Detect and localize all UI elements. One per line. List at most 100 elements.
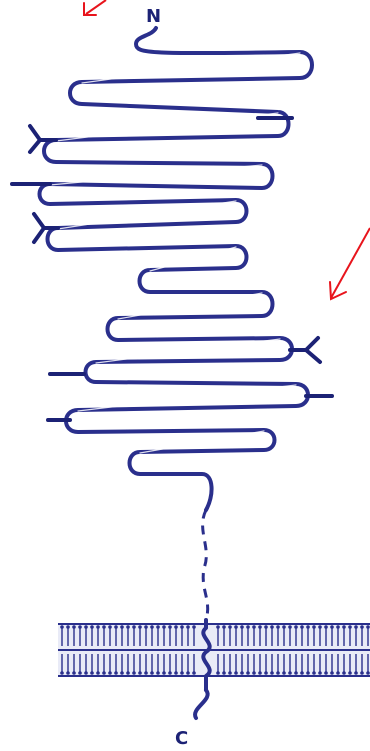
lipid-head: [126, 671, 130, 675]
lipid-head: [132, 625, 136, 629]
lipid-head: [264, 625, 268, 629]
lipid-head: [222, 625, 226, 629]
lipid-head: [72, 671, 76, 675]
lipid-head: [84, 671, 88, 675]
lipid-head: [324, 625, 328, 629]
lipid-head: [60, 625, 64, 629]
lipid-head: [318, 671, 322, 675]
lipid-head: [318, 625, 322, 629]
lipid-head: [174, 625, 178, 629]
lipid-head: [192, 625, 196, 629]
lipid-head: [360, 671, 364, 675]
lipid-head: [270, 625, 274, 629]
lipid-head: [102, 625, 106, 629]
lipid-head: [78, 625, 82, 629]
lipid-head: [186, 671, 190, 675]
lipid-head: [180, 625, 184, 629]
lipid-head: [330, 671, 334, 675]
arrow-top-left: [84, 0, 106, 15]
lipid-head: [336, 671, 340, 675]
lipid-head: [90, 625, 94, 629]
lipid-head: [288, 671, 292, 675]
lipid-head: [348, 671, 352, 675]
polypeptide-chain-upper: [40, 28, 313, 510]
lipid-head: [234, 625, 238, 629]
lipid-head: [330, 625, 334, 629]
c-terminal-tail: [195, 690, 208, 718]
lipid-head: [66, 671, 70, 675]
lipid-head: [252, 671, 256, 675]
lipid-head: [174, 671, 178, 675]
lipid-head: [252, 625, 256, 629]
lipid-head: [294, 625, 298, 629]
lipid-head: [66, 625, 70, 629]
lipid-head: [162, 671, 166, 675]
lipid-head: [222, 671, 226, 675]
transmembrane-linker: [203, 510, 208, 620]
lipid-head: [114, 625, 118, 629]
lipid-head: [120, 671, 124, 675]
lipid-head: [144, 625, 148, 629]
lipid-head: [306, 671, 310, 675]
lipid-head: [360, 625, 364, 629]
lipid-head: [228, 671, 232, 675]
lipid-head: [240, 671, 244, 675]
lipid-head: [150, 671, 154, 675]
lipid-head: [258, 671, 262, 675]
lipid-head: [336, 625, 340, 629]
lipid-head: [60, 671, 64, 675]
lipid-head: [300, 625, 304, 629]
lipid-head: [276, 625, 280, 629]
lipid-head: [354, 671, 358, 675]
lipid-head: [144, 671, 148, 675]
lipid-head: [342, 625, 346, 629]
c-terminus-label: C: [175, 728, 188, 749]
lipid-head: [102, 671, 106, 675]
lipid-head: [264, 671, 268, 675]
lipid-head: [162, 625, 166, 629]
lipid-head: [90, 671, 94, 675]
lipid-head: [246, 671, 250, 675]
lipid-head: [294, 671, 298, 675]
lipid-head: [348, 625, 352, 629]
lipid-head: [132, 671, 136, 675]
lipid-head: [180, 671, 184, 675]
lipid-head: [156, 671, 160, 675]
lipid-head: [282, 625, 286, 629]
lipid-head: [78, 671, 82, 675]
lipid-head: [342, 671, 346, 675]
n-terminus-label: N: [146, 6, 161, 27]
lipid-head: [270, 671, 274, 675]
lipid-head: [312, 625, 316, 629]
lipid-bilayer: [58, 624, 370, 676]
lipid-head: [366, 625, 370, 629]
lipid-head: [168, 671, 172, 675]
lipid-head: [108, 625, 112, 629]
lipid-head: [138, 671, 142, 675]
lipid-head: [216, 671, 220, 675]
lipid-head: [186, 625, 190, 629]
lipid-head: [240, 625, 244, 629]
lipid-head: [138, 625, 142, 629]
lipid-head: [354, 625, 358, 629]
lipid-head: [84, 625, 88, 629]
lipid-head: [258, 625, 262, 629]
lipid-head: [228, 625, 232, 629]
lipid-head: [168, 625, 172, 629]
lipid-head: [276, 671, 280, 675]
lipid-head: [114, 671, 118, 675]
lipid-head: [150, 625, 154, 629]
lipid-head: [312, 671, 316, 675]
lipid-head: [120, 625, 124, 629]
lipid-head: [192, 671, 196, 675]
lipid-head: [96, 671, 100, 675]
arrow-right: [330, 228, 370, 299]
lipid-head: [306, 625, 310, 629]
lipid-head: [96, 625, 100, 629]
lipid-head: [216, 625, 220, 629]
glycan-5: [290, 338, 320, 362]
lipid-head: [282, 671, 286, 675]
lipid-head: [72, 625, 76, 629]
lipid-head: [126, 625, 130, 629]
